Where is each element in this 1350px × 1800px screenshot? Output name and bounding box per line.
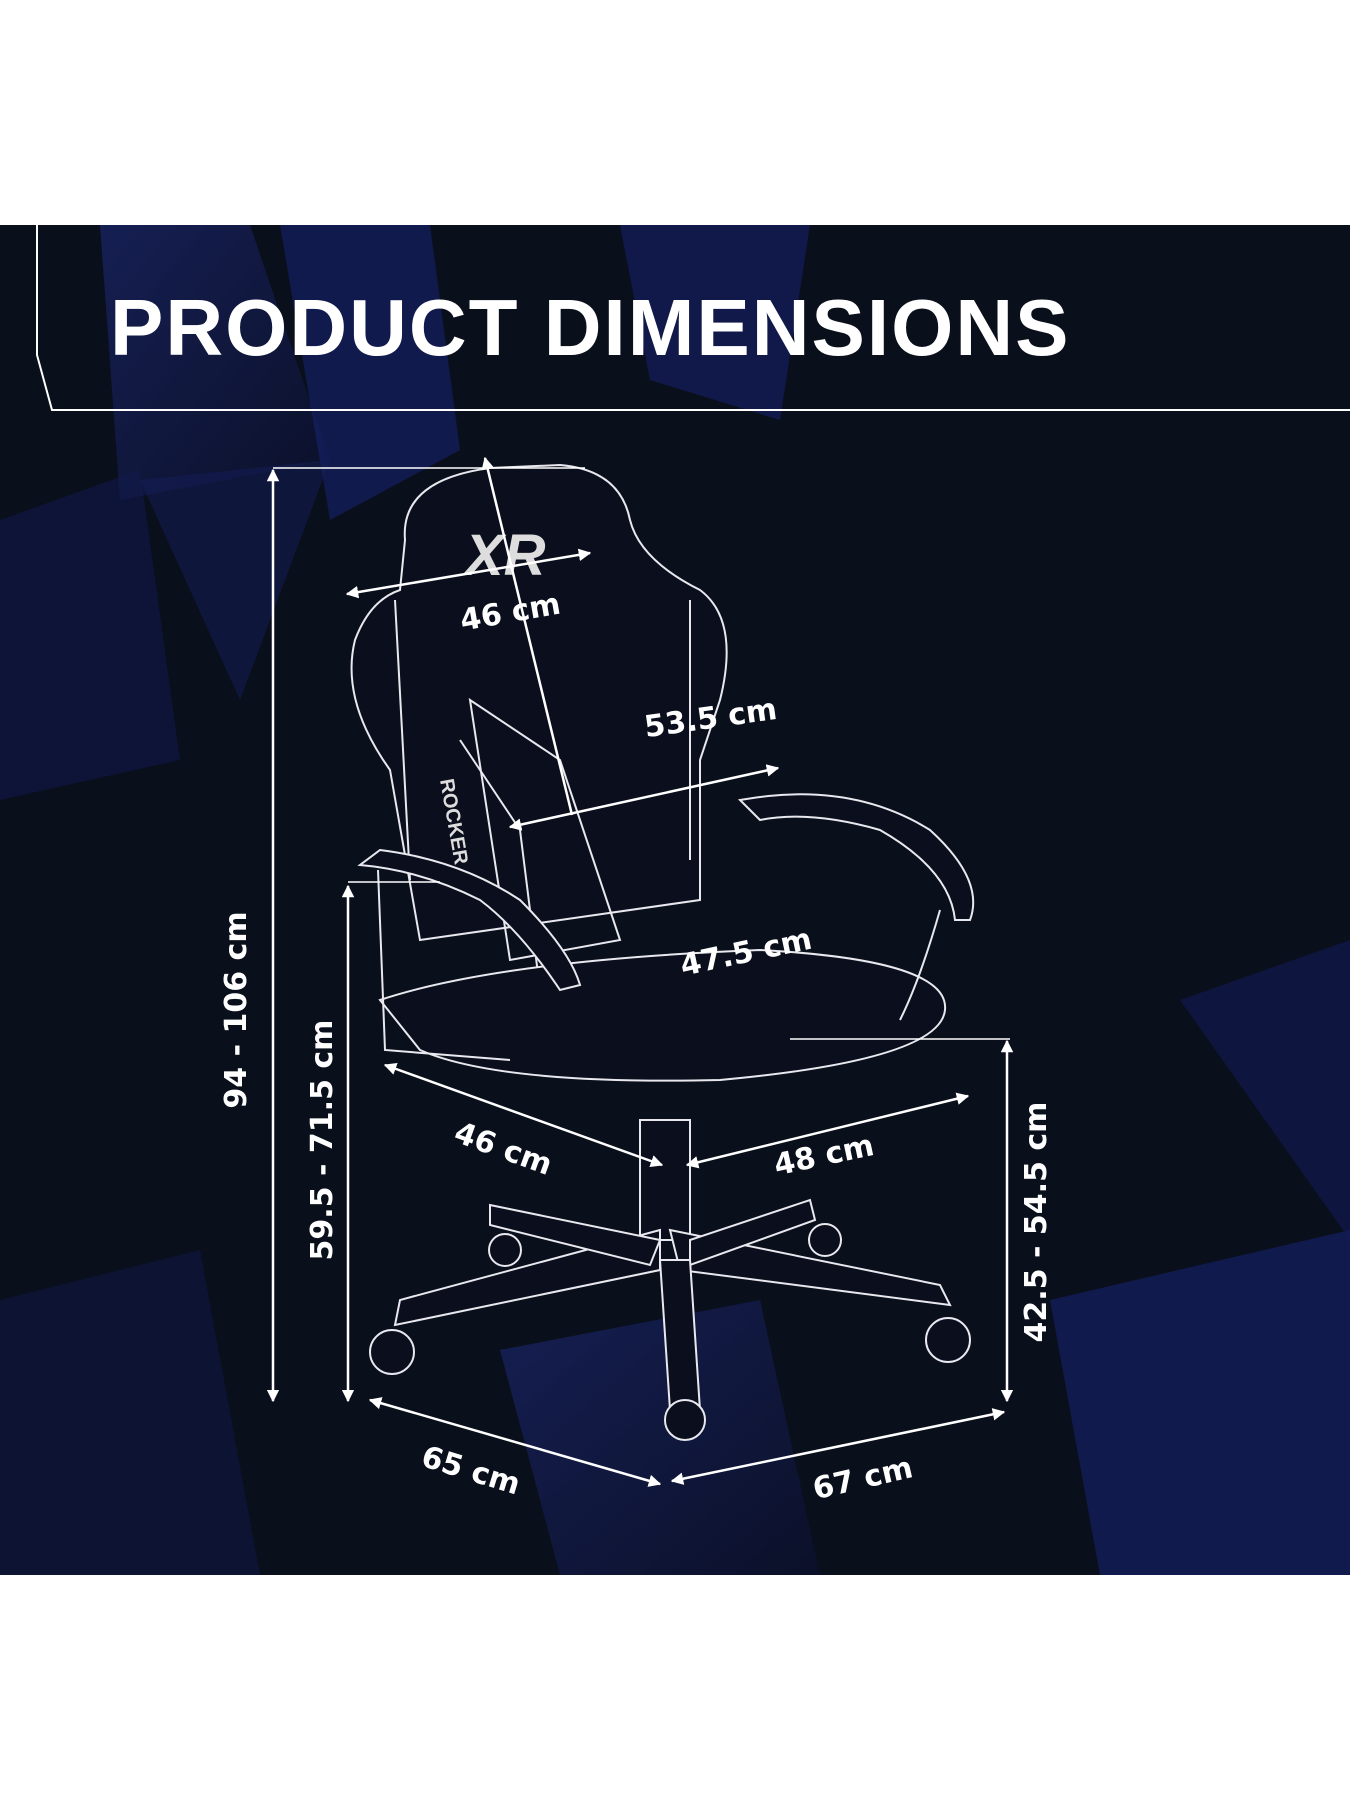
seat-depth-label: 46 cm [450, 1115, 557, 1183]
base-depth-label: 65 cm [417, 1439, 524, 1502]
chair-outline [350, 463, 975, 1441]
base-width-label: 67 cm [810, 1450, 917, 1507]
dimension-lines [266, 456, 1014, 1487]
seat-height-label: 42.5 - 54.5 cm [1019, 1102, 1054, 1343]
title-frame [36, 225, 1350, 411]
armrest-height-label: 59.5 - 71.5 cm [305, 1020, 340, 1261]
overall-height-label: 94 - 106 cm [219, 911, 254, 1108]
page-title: PRODUCT DIMENSIONS [110, 283, 1071, 372]
seat-outer-width-label: 48 cm [771, 1128, 877, 1183]
